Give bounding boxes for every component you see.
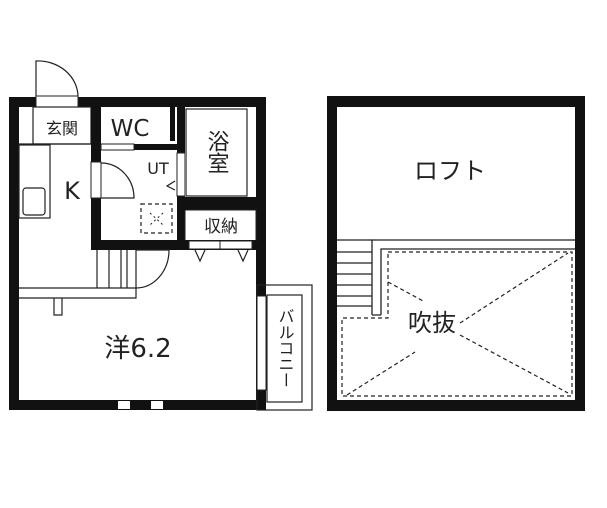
label-storage: 収納 bbox=[204, 217, 238, 237]
loft-floor-plan: ロフト 吹抜 bbox=[327, 96, 585, 411]
ut-door-swing bbox=[100, 162, 135, 199]
label-wc: WC bbox=[111, 116, 150, 142]
entrance-door-swing bbox=[35, 60, 79, 98]
storage-door bbox=[219, 240, 253, 250]
interior-wall bbox=[101, 144, 180, 150]
label-loft: ロフト bbox=[414, 157, 486, 185]
window bbox=[118, 401, 130, 409]
washer-space bbox=[140, 203, 173, 234]
loft-railing bbox=[371, 239, 575, 316]
balcony-window bbox=[256, 295, 267, 391]
label-entrance: 玄関 bbox=[46, 119, 78, 138]
storage-door bbox=[188, 240, 221, 250]
wc-door bbox=[100, 143, 135, 151]
room-door-swing bbox=[135, 249, 170, 289]
void-outline bbox=[341, 251, 573, 397]
sink-icon bbox=[22, 187, 46, 216]
label-balcony: バルコニー bbox=[276, 308, 295, 388]
kitchen-counter bbox=[18, 144, 51, 219]
loft-ladder bbox=[337, 239, 372, 307]
loft-outer-wall bbox=[327, 96, 585, 411]
partition bbox=[19, 287, 137, 316]
label-ut: UT bbox=[147, 159, 169, 178]
label-kitchen: K bbox=[64, 177, 81, 205]
entrance-door bbox=[35, 95, 79, 108]
stairs bbox=[96, 250, 137, 288]
label-western-room: 洋6.2 bbox=[104, 334, 171, 364]
ut-door bbox=[90, 161, 102, 199]
main-floor-plan: 玄関 WC UT 浴室 K 収納 洋6.2 バルコニー bbox=[9, 60, 313, 411]
label-void: 吹抜 bbox=[408, 309, 456, 337]
bath-door bbox=[176, 152, 186, 197]
bathtub bbox=[185, 108, 248, 197]
label-bath: 浴室 bbox=[204, 130, 230, 174]
window bbox=[151, 401, 163, 409]
